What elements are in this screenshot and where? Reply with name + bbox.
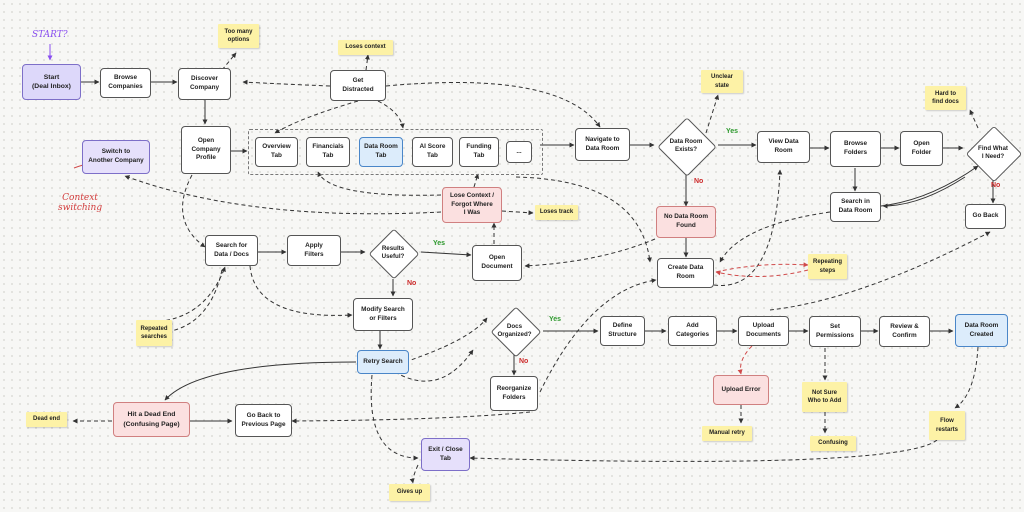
edge-note-search [151, 266, 226, 323]
open-profile-node[interactable]: Open Company Profile [181, 126, 231, 174]
start-annotation: START? [32, 30, 68, 40]
no-data-room-node[interactable]: No Data Room Found [656, 206, 716, 238]
switch-company-node[interactable]: Switch to Another Company [82, 140, 150, 174]
edge-create-open [524, 238, 656, 269]
review-confirm-node[interactable]: Review & Confirm [879, 316, 930, 347]
create-data-room-node[interactable]: Create Data Room [657, 258, 714, 288]
edge-label-no: No [694, 178, 704, 185]
edge-upload-error [737, 345, 753, 375]
exit-tab-node[interactable]: Exit / Close Tab [421, 438, 470, 471]
start-node[interactable]: Start (Deal Inbox) [22, 64, 81, 100]
edge-repeating-create [715, 269, 809, 277]
edge-search-notes [165, 269, 223, 334]
edge-retry-exit [370, 374, 419, 461]
retry-search-node[interactable]: Retry Search [357, 350, 409, 374]
edge-profile-search [182, 174, 206, 248]
company-tabs-group [248, 129, 543, 175]
edge-upload-goback [769, 231, 991, 311]
note-loses-context: Loses context [338, 40, 393, 55]
lose-context-node[interactable]: Lose Context / Forgot Where I Was [442, 187, 502, 223]
edge-lose-tabsright [473, 173, 480, 188]
note-confusing: Confusing [810, 436, 856, 451]
note-gives-up: Gives up [389, 484, 430, 501]
note-loses-track: Loses track [535, 205, 578, 220]
decision-label: Results Useful? [381, 244, 405, 260]
data-room-exists-decision[interactable]: Data Room Exists? [654, 117, 718, 177]
edge-create-view [713, 169, 783, 286]
decision-label: Docs Organized? [497, 322, 532, 338]
note-dead-end: Dead end [26, 412, 67, 427]
open-folder-node[interactable]: Open Folder [900, 131, 943, 166]
navigate-data-room-node[interactable]: Navigate to Data Room [575, 128, 630, 161]
edge-distracted-navigate [385, 82, 601, 128]
note-not-sure-who: Not Sure Who to Add [802, 382, 847, 412]
apply-filters-node[interactable]: Apply Filters [287, 235, 341, 266]
tab-data-room[interactable]: Data Room Tab [359, 137, 403, 167]
edge-lose-note [501, 210, 534, 216]
decision-label: Find What I Need? [978, 144, 1008, 160]
tab-ai-score[interactable]: AI Score Tab [412, 137, 453, 167]
add-categories-node[interactable]: Add Categories [668, 316, 717, 346]
modify-search-node[interactable]: Modify Search or Filters [353, 298, 413, 331]
open-document-node[interactable]: Open Document [472, 245, 522, 281]
edge-retry-modify [404, 317, 488, 363]
note-repeating-steps: Repeating steps [808, 254, 847, 279]
browse-companies-node[interactable]: Browse Companies [100, 68, 151, 98]
edge-retry-deadend [164, 361, 357, 401]
edge-lose-switch [124, 175, 442, 215]
reorganize-folders-node[interactable]: Reorganize Folders [490, 376, 538, 411]
note-hard-to-find: Hard to find docs [925, 86, 966, 110]
search-data-node[interactable]: Search for Data / Docs [205, 235, 258, 266]
edge-distracted-discover [242, 79, 331, 87]
go-back-node[interactable]: Go Back [965, 204, 1006, 229]
edge-label-no: No [407, 280, 417, 287]
view-data-room-node[interactable]: View Data Room [757, 131, 810, 163]
note-repeated-searches: Repeated searches [136, 320, 172, 346]
edge-label-yes: Yes [549, 316, 562, 323]
decision-label: Data Room Exists? [669, 137, 703, 153]
note-unclear-state: Unclear state [701, 70, 743, 93]
note-too-many-options: Too many options [218, 24, 259, 48]
upload-documents-node[interactable]: Upload Documents [738, 316, 789, 346]
edge-distracted-tabs-right [377, 100, 405, 129]
edge-distracted-note [364, 54, 370, 71]
tab-financials[interactable]: Financials Tab [306, 137, 350, 167]
edge-created-flow [954, 346, 979, 409]
tab-more[interactable]: ... [506, 141, 532, 163]
edge-label-no: No [519, 358, 529, 365]
data-room-created-node[interactable]: Data Room Created [955, 314, 1008, 347]
get-distracted-node[interactable]: Get Distracted [330, 70, 386, 101]
edge-exit-gives [409, 464, 419, 484]
edge-search-modify [249, 265, 353, 318]
note-flow-restarts: Flow restarts [929, 411, 965, 440]
edge-label-yes: Yes [433, 240, 446, 247]
discover-company-node[interactable]: Discover Company [178, 68, 231, 100]
tab-overview[interactable]: Overview Tab [255, 137, 298, 167]
results-useful-decision[interactable]: Results Useful? [365, 228, 421, 280]
edge-results-open [420, 251, 472, 258]
edge-label-yes: Yes [726, 128, 739, 135]
edge-findsearch-back [882, 176, 966, 209]
find-what-needed-decision[interactable]: Find What I Need? [963, 125, 1023, 183]
edge-label-no: No [991, 182, 1001, 189]
edge-gobackprev-exit [291, 411, 531, 424]
browse-folders-node[interactable]: Browse Folders [830, 131, 881, 167]
upload-error-node[interactable]: Upload Error [713, 375, 769, 405]
search-in-data-room-node[interactable]: Search in Data Room [830, 192, 881, 222]
edge-flow-exit [469, 439, 938, 462]
tab-funding[interactable]: Funding Tab [459, 137, 499, 167]
docs-organized-decision[interactable]: Docs Organized? [486, 306, 543, 358]
note-manual-retry: Manual retry [702, 426, 752, 441]
edge-lose-tabs [317, 171, 442, 196]
define-structure-node[interactable]: Define Structure [600, 316, 645, 346]
dead-end-node[interactable]: Hit a Dead End (Confusing Page) [113, 402, 190, 437]
set-permissions-node[interactable]: Set Permissions [809, 316, 861, 347]
go-back-previous-node[interactable]: Go Back to Previous Page [235, 404, 292, 437]
context-switching-annotation: Context switching [58, 193, 103, 214]
edge-create-repeating [715, 262, 809, 273]
